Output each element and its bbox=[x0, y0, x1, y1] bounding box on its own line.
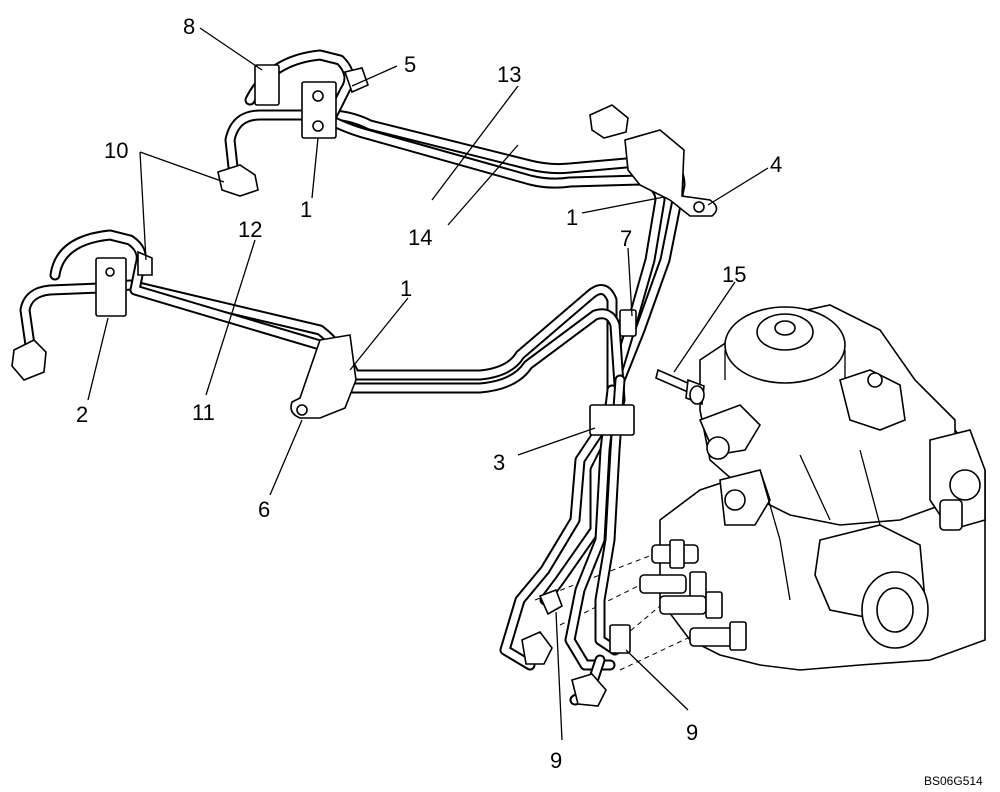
callout-3: 3 bbox=[493, 450, 505, 475]
callout-7: 7 bbox=[620, 226, 632, 251]
bolt bbox=[655, 368, 705, 406]
callout-5: 5 bbox=[404, 52, 416, 77]
callout-13: 13 bbox=[497, 62, 521, 87]
callout-6: 6 bbox=[258, 497, 270, 522]
callout-9-right: 9 bbox=[686, 720, 698, 745]
callout-10: 10 bbox=[104, 138, 128, 163]
callout-8: 8 bbox=[183, 14, 195, 39]
callout-2: 2 bbox=[76, 402, 88, 427]
callout-14: 14 bbox=[408, 225, 432, 250]
callout-11: 11 bbox=[192, 400, 215, 425]
callout-1-top: 1 bbox=[300, 197, 312, 222]
brackets bbox=[290, 104, 718, 419]
leader-lines bbox=[87, 27, 769, 741]
injector-nuts bbox=[11, 67, 607, 707]
clamps bbox=[95, 64, 637, 654]
callout-12: 12 bbox=[238, 217, 262, 242]
drawing-code: BS06G514 bbox=[924, 774, 983, 788]
callout-4: 4 bbox=[770, 152, 782, 177]
callout-15: 15 bbox=[722, 262, 746, 287]
callout-9-bottom: 9 bbox=[550, 748, 562, 773]
callout-labels: 8 5 13 10 1 4 1 14 12 7 15 1 2 11 3 6 9 … bbox=[76, 14, 983, 788]
callout-1-middle: 1 bbox=[400, 276, 412, 301]
callout-1-right: 1 bbox=[566, 205, 578, 230]
outlet-fittings bbox=[639, 539, 747, 651]
injection-pump bbox=[534, 304, 986, 671]
